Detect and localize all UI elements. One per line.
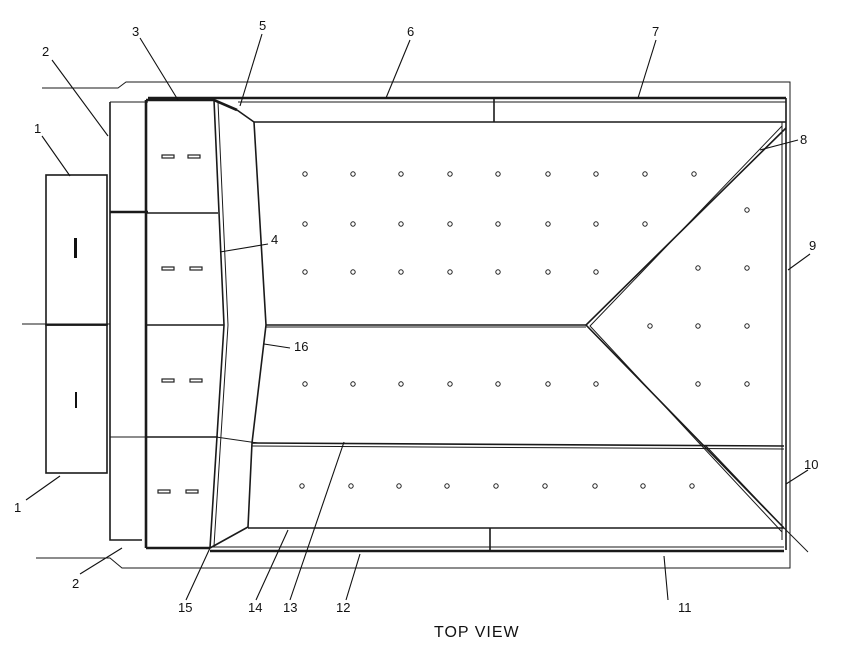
mounting-hole	[299, 483, 305, 489]
mounting-hole	[593, 269, 599, 275]
mounting-hole	[593, 381, 599, 387]
mounting-hole	[593, 221, 599, 227]
mounting-hole	[691, 171, 697, 177]
label-11: 11	[678, 600, 692, 615]
mounting-hole	[495, 269, 501, 275]
label-2-bottom: 2	[72, 576, 79, 591]
mounting-hole	[350, 171, 356, 177]
label-10: 10	[804, 457, 818, 472]
mounting-hole	[302, 221, 308, 227]
main-deck	[251, 98, 787, 550]
rear-panel-slots	[157, 154, 203, 494]
mounting-hole	[495, 171, 501, 177]
mounting-hole	[545, 171, 551, 177]
reference-numerals: 1 1 2 2 3 4 5 6 7 8 9 10 11 12 13 14 15 …	[14, 18, 818, 615]
mounting-hole	[744, 265, 750, 271]
mounting-hole	[545, 381, 551, 387]
mounting-hole	[647, 323, 653, 329]
mounting-hole	[744, 207, 750, 213]
mounting-hole	[447, 381, 453, 387]
label-3: 3	[132, 24, 139, 39]
mounting-hole	[695, 323, 701, 329]
label-4: 4	[271, 232, 278, 247]
mounting-hole	[542, 483, 548, 489]
label-14: 14	[248, 600, 262, 615]
mounting-hole	[689, 483, 695, 489]
mounting-hole	[350, 221, 356, 227]
leader-lines	[25, 33, 811, 601]
mounting-hole	[447, 171, 453, 177]
mounting-hole	[447, 221, 453, 227]
label-1-bottom: 1	[14, 500, 21, 515]
angled-dividers	[209, 99, 267, 549]
left-end-frame	[109, 101, 148, 541]
view-caption: TOP VIEW	[434, 624, 520, 641]
end-panel-lower-slot	[75, 392, 77, 408]
mounting-hole	[447, 269, 453, 275]
label-5: 5	[259, 18, 266, 33]
mounting-hole	[348, 483, 354, 489]
mounting-holes	[299, 171, 750, 489]
mounting-hole	[592, 483, 598, 489]
mounting-hole	[695, 265, 701, 271]
label-16: 16	[294, 339, 308, 354]
mounting-hole	[396, 483, 402, 489]
mounting-hole	[495, 221, 501, 227]
top-side-rails	[148, 96, 786, 123]
mounting-hole	[695, 381, 701, 387]
mounting-hole	[744, 323, 750, 329]
mounting-hole	[642, 221, 648, 227]
mounting-hole	[642, 171, 648, 177]
mounting-hole	[640, 483, 646, 489]
mounting-hole	[545, 221, 551, 227]
label-6: 6	[407, 24, 414, 39]
mounting-hole	[398, 269, 404, 275]
label-12: 12	[336, 600, 350, 615]
mounting-hole	[398, 171, 404, 177]
mounting-hole	[350, 269, 356, 275]
label-1-top: 1	[34, 121, 41, 136]
rear-panel-block	[144, 98, 238, 550]
end-panel-lower	[45, 324, 108, 474]
mounting-hole	[495, 381, 501, 387]
mounting-hole	[302, 171, 308, 177]
mounting-hole	[398, 221, 404, 227]
label-7: 7	[652, 24, 659, 39]
mounting-hole	[302, 381, 308, 387]
label-15: 15	[178, 600, 192, 615]
mounting-hole	[350, 381, 356, 387]
chevron-seam	[584, 125, 809, 553]
end-panel-upper-slot	[74, 238, 77, 258]
bottom-side-rails	[210, 527, 784, 553]
mounting-hole	[593, 171, 599, 177]
end-panel-upper	[45, 174, 108, 326]
outer-frame	[22, 81, 791, 569]
label-8: 8	[800, 132, 807, 147]
label-2-top: 2	[42, 44, 49, 59]
mounting-hole	[545, 269, 551, 275]
mounting-hole	[444, 483, 450, 489]
label-13: 13	[283, 600, 297, 615]
mounting-hole	[398, 381, 404, 387]
mounting-hole	[302, 269, 308, 275]
mounting-hole	[744, 381, 750, 387]
label-9: 9	[809, 238, 816, 253]
mounting-hole	[493, 483, 499, 489]
